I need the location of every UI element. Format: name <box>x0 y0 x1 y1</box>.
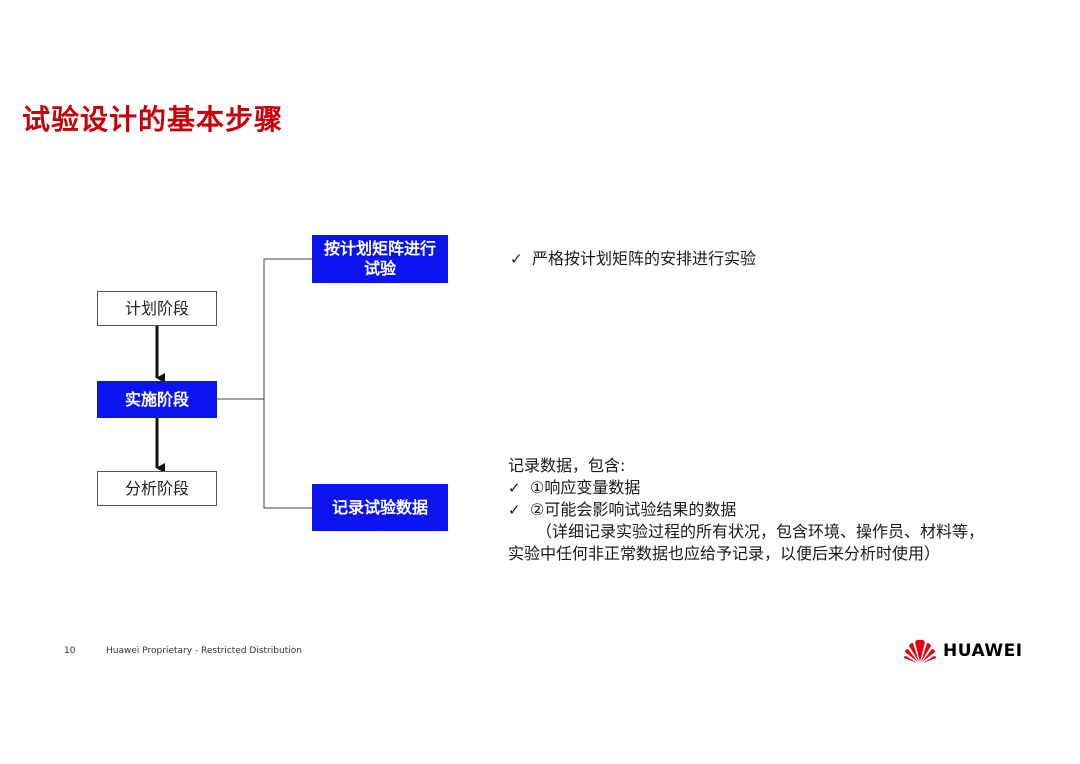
implement-stage-label: 实施阶段 <box>124 389 189 409</box>
execute-note-item: ✓严格按计划矩阵的安排进行实验 <box>510 249 757 268</box>
check-icon: ✓ <box>510 250 523 268</box>
bracket-connector <box>263 258 312 509</box>
execute-label-line1: 按计划矩阵进行 <box>323 239 436 258</box>
record-note-item-2: ✓②可能会影响试验结果的数据 <box>508 500 737 519</box>
check-icon: ✓ <box>508 479 521 497</box>
record-detail-line-1: （详细记录实验过程的所有状况，包含环境、操作员、材料等， <box>536 522 985 541</box>
proprietary-notice: Huawei Proprietary - Restricted Distribu… <box>106 646 302 656</box>
huawei-flower-icon <box>904 639 936 663</box>
record-data-box: 记录试验数据 <box>312 484 448 531</box>
page-number: 10 <box>64 646 76 656</box>
execute-label-line2: 试验 <box>363 259 396 278</box>
record-notes: 记录数据，包含: ✓①响应变量数据 ✓②可能会影响试验结果的数据 （详细记录实验… <box>508 455 984 565</box>
implement-stage-box: 实施阶段 <box>97 381 217 418</box>
plan-stage-box: 计划阶段 <box>97 291 217 326</box>
huawei-logo-text: HUAWEI <box>943 641 1023 661</box>
analyze-stage-box: 分析阶段 <box>97 471 217 506</box>
record-detail-line-2: 实验中任何非正常数据也应给予记录，以便后来分析时使用） <box>508 544 941 563</box>
check-icon: ✓ <box>508 501 521 519</box>
plan-stage-label: 计划阶段 <box>124 298 189 318</box>
analyze-stage-label: 分析阶段 <box>124 478 189 498</box>
execute-notes: ✓严格按计划矩阵的安排进行实验 <box>510 248 756 270</box>
record-data-label: 记录试验数据 <box>331 497 428 517</box>
slide-title: 试验设计的基本步骤 <box>22 103 284 136</box>
execute-experiment-box: 按计划矩阵进行 试验 <box>312 235 448 283</box>
record-intro: 记录数据，包含: <box>508 456 626 475</box>
record-note-item-1: ✓①响应变量数据 <box>508 478 641 497</box>
huawei-logo: HUAWEI <box>903 638 1023 664</box>
